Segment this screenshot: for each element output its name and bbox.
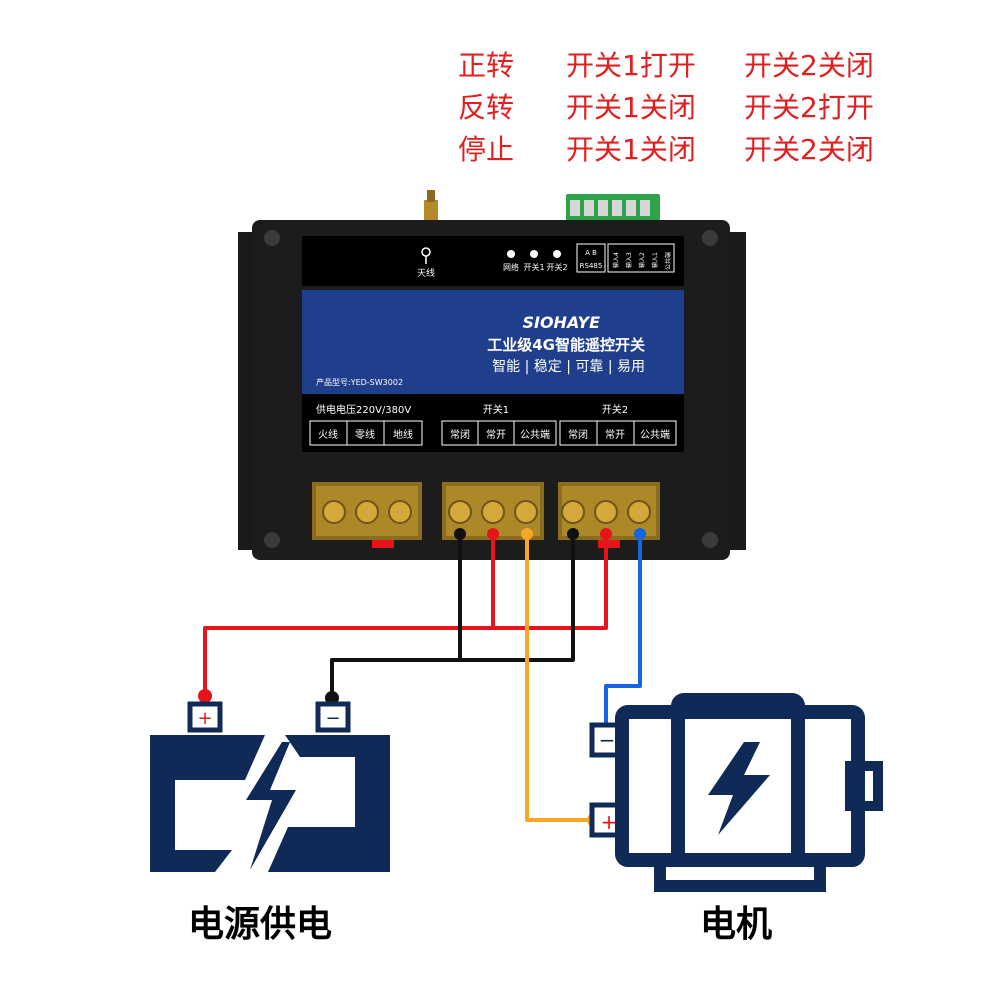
legend-switch1: 开关1关闭	[566, 133, 696, 166]
battery-icon: + −	[150, 701, 390, 872]
battery-minus: −	[325, 708, 340, 729]
switch2-header: 开关2	[602, 403, 628, 416]
brand-logo: SIOHAYE	[522, 313, 600, 332]
terminal-label: 输入3	[625, 252, 633, 268]
wire-red	[203, 534, 608, 696]
indicator-label: 开关1	[523, 262, 544, 272]
wire-orange	[525, 534, 594, 822]
relay-device: 天线 网络 开关1 开关2 A B RS485 输入4 输入3 输入2 输入1 …	[238, 220, 746, 560]
power-header: 供电电压220V/380V	[316, 403, 411, 416]
switch2-terminal-label: 常闭	[568, 428, 588, 441]
indicator-label: 开关2	[546, 262, 567, 272]
terminal-label: 公共端	[664, 252, 672, 270]
motor-icon: − +	[589, 693, 883, 892]
switch2-terminal-label: 常开	[605, 428, 625, 441]
indicator-label: 网络	[503, 262, 519, 272]
model-number: 产品型号:YED-SW3002	[316, 377, 403, 387]
wire-blue	[604, 534, 642, 732]
led-switch1	[530, 250, 538, 258]
power-terminal-label: 零线	[355, 428, 375, 441]
motor-minus: −	[599, 728, 616, 752]
legend-mode: 停止	[458, 133, 515, 166]
power-screw-terminals	[312, 482, 422, 548]
legend-switch2: 开关2关闭	[744, 133, 874, 166]
switch2-terminal-label: 公共端	[640, 428, 670, 441]
led-switch2	[553, 250, 561, 258]
legend-switch2: 开关2关闭	[744, 49, 874, 82]
wires	[203, 534, 642, 822]
antenna	[424, 190, 438, 220]
rs485-label: RS485	[580, 262, 603, 270]
product-panel	[302, 290, 684, 394]
terminal-label: 输入2	[638, 252, 646, 268]
rs485-ab: A B	[585, 249, 597, 257]
power-terminal-label: 火线	[318, 428, 338, 441]
motor-plus: +	[601, 810, 618, 834]
input-terminal-block	[566, 194, 660, 224]
battery-label: 电源供电	[188, 904, 333, 945]
product-subtitle: 智能 | 稳定 | 可靠 | 易用	[492, 359, 645, 375]
terminal-label: 输入1	[651, 252, 659, 268]
antenna-icon	[421, 247, 431, 264]
motor-label: 电机	[700, 904, 773, 945]
product-title: 工业级4G智能遥控开关	[487, 336, 645, 354]
legend-switch1: 开关1打开	[566, 49, 696, 82]
switch1-terminal-label: 公共端	[520, 428, 550, 441]
legend-switch1: 开关1关闭	[566, 91, 696, 124]
legend-mode: 正转	[458, 49, 515, 82]
power-terminal-label: 地线	[393, 428, 413, 441]
led-network	[507, 250, 515, 258]
legend-mode: 反转	[458, 91, 515, 124]
switch1-header: 开关1	[483, 403, 509, 416]
wire-black	[330, 534, 575, 698]
antenna-label: 天线	[417, 267, 435, 279]
switch1-terminal-label: 常闭	[450, 428, 470, 441]
battery-plus: +	[197, 708, 212, 729]
legend-switch2: 开关2打开	[744, 91, 874, 124]
switch1-terminal-label: 常开	[486, 428, 506, 441]
terminal-label: 输入4	[612, 252, 620, 268]
